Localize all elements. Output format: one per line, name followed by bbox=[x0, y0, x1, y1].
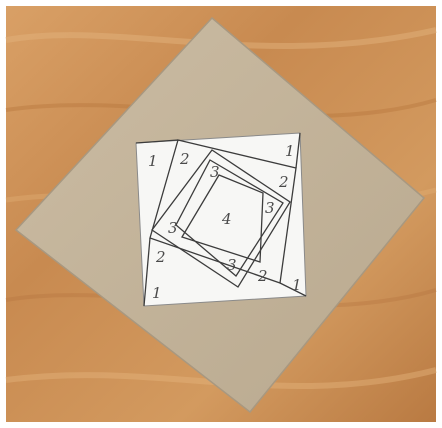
label-ring3-right: 3 bbox=[265, 199, 275, 217]
paper-quilt-block: 1 1 1 1 2 2 2 2 3 3 3 3 4 bbox=[136, 133, 306, 306]
label-ring2-left: 2 bbox=[155, 248, 166, 266]
label-ring2-bottom: 2 bbox=[257, 267, 268, 285]
label-corner-bottom-right: 1 bbox=[292, 276, 302, 294]
label-corner-bottom-left: 1 bbox=[152, 284, 162, 302]
label-ring2-top: 2 bbox=[179, 150, 190, 168]
label-ring3-bottom: 3 bbox=[227, 256, 237, 274]
label-center: 4 bbox=[221, 210, 232, 228]
label-corner-top-left: 1 bbox=[148, 152, 158, 170]
label-ring3-left: 3 bbox=[168, 219, 178, 237]
label-corner-top-right: 1 bbox=[285, 142, 295, 160]
label-ring2-right: 2 bbox=[278, 173, 289, 191]
label-ring3-top: 3 bbox=[210, 163, 220, 181]
